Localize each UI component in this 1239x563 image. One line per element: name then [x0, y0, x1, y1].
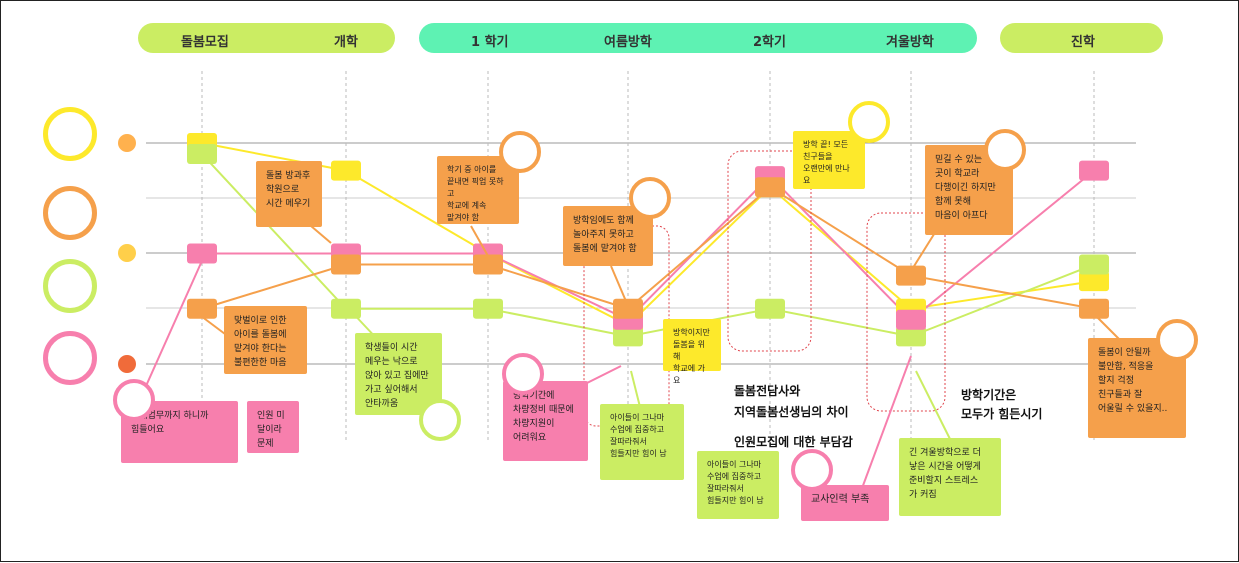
note-reunion: 방학 끝! 모든 친구들을 오랜만에 만나요 [793, 131, 865, 189]
persona-avatar-small [1156, 319, 1198, 361]
pointer [310, 225, 332, 244]
heart-face-icon [118, 134, 136, 152]
phase-open: 개학 [334, 35, 358, 50]
persona-avatar-yellow [43, 107, 97, 161]
pointer [610, 265, 629, 307]
series-point-orange [1079, 298, 1109, 319]
series-layer [187, 133, 1109, 347]
note-dual-income: 맞벌이로 인한 아이를 돌봄에 맡겨야 한다는 불편한한 마음 [224, 306, 307, 374]
pointer [470, 225, 489, 257]
persona-avatar-small [848, 101, 890, 143]
pointer [915, 370, 952, 442]
series-point-green [473, 298, 503, 319]
persona-avatar-small [499, 131, 541, 173]
series-point-green [896, 326, 926, 347]
note-vacation-school: 방학이지만 돌봄을 위해 학교에 가요 [663, 319, 721, 385]
highlight-sem2 [727, 150, 812, 352]
series-point-pink [896, 309, 926, 330]
note-focus-sem2: 아이들이 그나마 수업에 집중하고 잘따라줘서 힘들지만 힘이 남 [697, 451, 779, 519]
note-focus-summer: 아이들이 그나마 수업에 집중하고 잘따라줘서 힘들지만 힘이 남 [600, 404, 684, 480]
series-point-orange [755, 177, 785, 198]
pointer [860, 355, 912, 492]
angry-face-icon [118, 355, 136, 373]
persona-avatar-green [43, 259, 97, 313]
neutral-face-icon [118, 244, 136, 262]
persona-avatar-small [502, 353, 544, 395]
pointer [910, 230, 937, 272]
commentary-recruit-burden: 인원모집에 대한 부담감 [734, 435, 853, 449]
note-pickup: 학기 중 아이를 끝내면 픽업 못하고 학교에 계속 맡겨야 함 [437, 156, 519, 224]
series-point-pink [187, 243, 217, 264]
note-teacher-shortage: 교사인력 부족 [801, 485, 889, 521]
note-after-school: 돌봄 방과후 학원으로 시간 메우기 [256, 161, 322, 227]
note-students-bored: 학생들이 시간 메우는 낙으로 앉아 있고 집에만 가고 싶어해서 안타까움 [355, 333, 442, 415]
series-point-green [1079, 254, 1109, 275]
phase-summer: 여름방학 [604, 35, 652, 50]
persona-avatar-orange [43, 186, 97, 240]
note-summer-care: 방학임에도 함께 놀아주지 못하고 돌봄에 맡겨야 함 [563, 206, 653, 266]
persona-avatar-small [419, 399, 461, 441]
note-winter-stress: 긴 겨울방학으로 더 낳은 시간을 어떻게 준비할지 스트레스 가 커짐 [899, 438, 1001, 516]
note-school-trust: 믿길 수 있는 곳이 학교라 다행이긴 하지만 함께 못해 마음이 아프다 [925, 145, 1013, 235]
phase-sem2: 2학기 [753, 35, 786, 50]
pointer [145, 262, 202, 387]
series-point-green [613, 326, 643, 347]
series-point-orange [896, 265, 926, 286]
phase-pill-semester [419, 23, 977, 53]
series-point-yellow [1079, 271, 1109, 292]
pointer [1095, 315, 1122, 342]
series-point-yellow [331, 160, 361, 181]
commentary-vacation-2: 모두가 힘든시기 [961, 407, 1043, 421]
persona-avatar-small [791, 449, 833, 491]
series-point-green [755, 298, 785, 319]
commentary-diff-2: 지역돌봄선생님의 차이 [734, 405, 849, 419]
phase-pill-recruit [138, 23, 395, 53]
phase-sem1: 1 학기 [471, 35, 509, 50]
persona-avatar-pink [43, 331, 97, 385]
phase-advance: 진학 [1071, 35, 1095, 50]
highlight-winter [866, 212, 946, 412]
persona-avatar-small [113, 379, 155, 421]
persona-avatar-small [984, 129, 1026, 171]
series-point-orange [613, 298, 643, 319]
commentary-diff-1: 돌봄전담사와 [734, 384, 801, 398]
phase-recruit: 돌봄모집 [181, 35, 229, 50]
phase-winter: 겨울방학 [886, 35, 934, 50]
series-point-green [187, 144, 217, 165]
persona-avatar-small [629, 177, 671, 219]
phase-pill-advance [1000, 23, 1163, 53]
series-point-orange [331, 254, 361, 275]
series-point-pink [1079, 160, 1109, 181]
commentary-vacation-1: 방학기간은 [961, 388, 1017, 402]
series-point-orange [473, 254, 503, 275]
note-understaffed: 인원 미달이라 문제 [247, 401, 299, 453]
series-point-orange [187, 298, 217, 319]
